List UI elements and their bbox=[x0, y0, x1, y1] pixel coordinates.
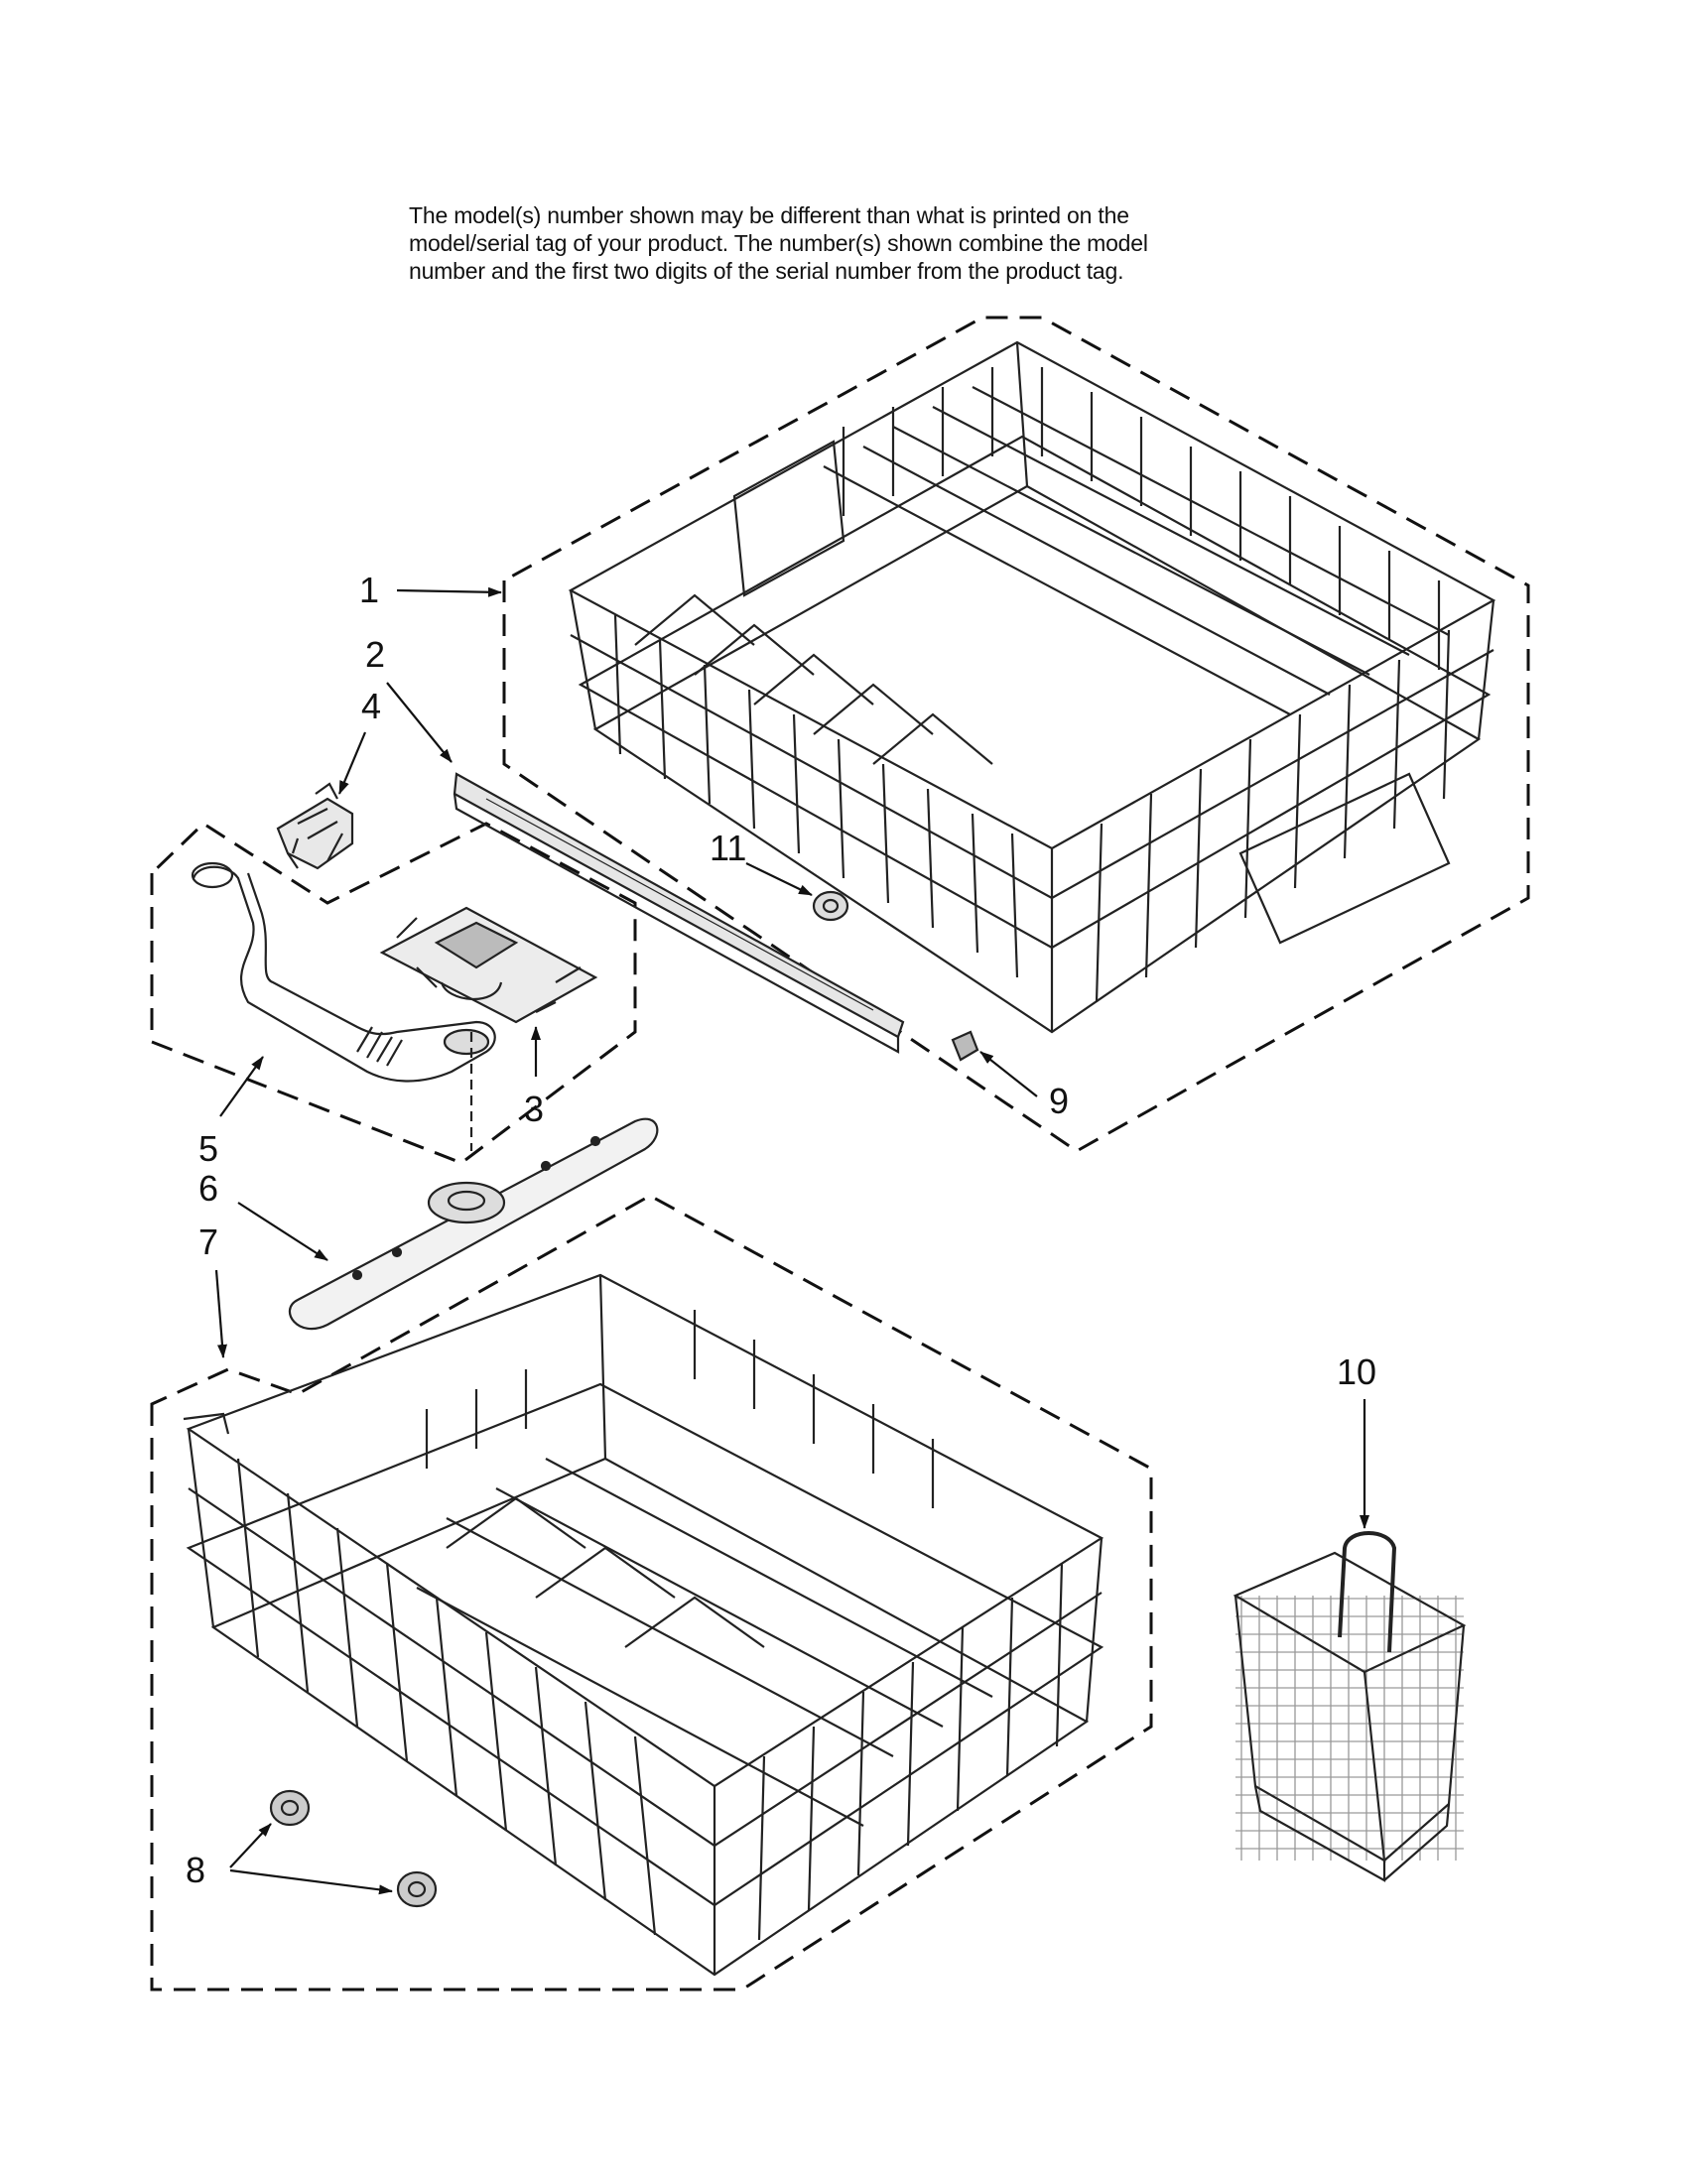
rack-wheel-lower-part-b bbox=[396, 1870, 438, 1908]
spray-arm-manifold-part bbox=[191, 861, 496, 1083]
spray-arm-mount-part bbox=[379, 906, 598, 1151]
callout-7: 7 bbox=[198, 1221, 218, 1262]
arrow-11 bbox=[745, 862, 813, 896]
arrow-9 bbox=[979, 1051, 1038, 1097]
rack-adjuster-part bbox=[276, 782, 354, 870]
callout-3: 3 bbox=[524, 1089, 544, 1129]
note-line-3: number and the first two digits of the s… bbox=[409, 258, 1124, 284]
lower-spray-arm-part bbox=[288, 1117, 659, 1331]
spray-arm-assembly-dashed-boundary bbox=[150, 822, 637, 1165]
arrow-7 bbox=[214, 1269, 227, 1358]
callout-4: 4 bbox=[361, 686, 381, 726]
arrow-2 bbox=[386, 682, 453, 763]
callout-9: 9 bbox=[1049, 1081, 1069, 1121]
rack-wheel-upper-part bbox=[812, 890, 849, 922]
rack-wheel-lower-part-a bbox=[269, 1789, 311, 1827]
callout-8: 8 bbox=[186, 1850, 205, 1890]
rack-track-part bbox=[453, 772, 905, 1054]
callout-labels: 1 2 4 3 5 6 7 8 9 10 11 bbox=[186, 570, 1376, 1890]
arrow-5 bbox=[219, 1056, 264, 1117]
callout-6: 6 bbox=[198, 1168, 218, 1209]
upper-rack-illustration bbox=[568, 340, 1496, 1034]
lower-rack-dashed-boundary bbox=[150, 1194, 1153, 1991]
arrow-8b bbox=[229, 1868, 393, 1895]
model-number-note: The model(s) number shown may be differe… bbox=[409, 201, 1302, 285]
lower-rack-group bbox=[150, 1194, 1153, 1991]
arrow-8a bbox=[229, 1823, 272, 1868]
upper-rack-dashed-boundary bbox=[502, 316, 1530, 1153]
arrow-1 bbox=[396, 586, 502, 597]
arrow-6 bbox=[237, 1202, 328, 1261]
upper-rack-group bbox=[502, 316, 1530, 1153]
silverware-basket-part bbox=[1233, 1531, 1467, 1882]
callout-11: 11 bbox=[710, 828, 746, 868]
note-line-2: model/serial tag of your product. The nu… bbox=[409, 230, 1148, 256]
leader-arrows bbox=[214, 586, 1369, 1895]
callout-2: 2 bbox=[365, 634, 385, 675]
track-stop-part bbox=[951, 1030, 979, 1062]
callout-5: 5 bbox=[198, 1128, 218, 1169]
callout-1: 1 bbox=[359, 570, 379, 610]
lower-rack-illustration bbox=[183, 1273, 1104, 1977]
arrow-4 bbox=[337, 731, 367, 795]
note-line-1: The model(s) number shown may be differe… bbox=[409, 202, 1129, 228]
callout-10: 10 bbox=[1337, 1351, 1376, 1392]
